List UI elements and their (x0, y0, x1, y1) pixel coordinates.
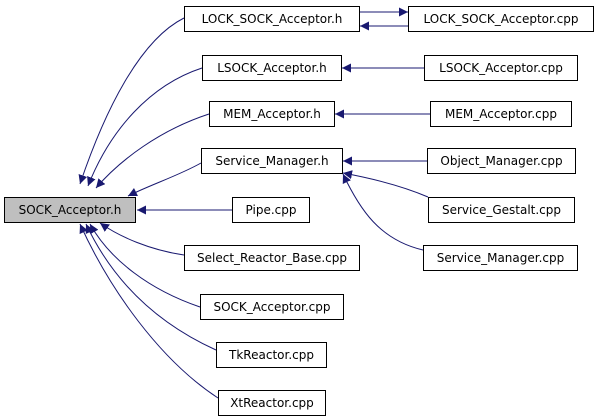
node-pipe-cpp[interactable]: Pipe.cpp (232, 197, 310, 223)
edge-lock_sock_acceptor_h-to-sock_acceptor_h (78, 17, 185, 185)
node-object-manager-cpp[interactable]: Object_Manager.cpp (427, 148, 576, 174)
node-lsock-acceptor-cpp[interactable]: LSOCK_Acceptor.cpp (424, 55, 578, 81)
edge-tkreactor_cpp-to-sock_acceptor_h (85, 223, 217, 351)
node-lock-sock-acceptor-cpp[interactable]: LOCK_SOCK_Acceptor.cpp (408, 6, 594, 32)
edge-service_gestalt_cpp-to-service_manager_h (342, 170, 429, 198)
node-sock-acceptor-cpp[interactable]: SOCK_Acceptor.cpp (200, 294, 344, 320)
node-mem-acceptor-cpp[interactable]: MEM_Acceptor.cpp (430, 101, 572, 127)
edge-select_reactor_base_cpp-to-sock_acceptor_h (99, 222, 185, 256)
node-service-manager-cpp[interactable]: Service_Manager.cpp (423, 245, 578, 271)
node-sock-acceptor-h: SOCK_Acceptor.h (4, 197, 136, 223)
node-service-gestalt-cpp[interactable]: Service_Gestalt.cpp (428, 197, 575, 223)
node-service-manager-h[interactable]: Service_Manager.h (201, 148, 343, 174)
node-tkreactor-cpp[interactable]: TkReactor.cpp (216, 342, 327, 368)
edge-service_manager_cpp-to-service_manager_h (342, 173, 424, 251)
node-select-reactor-base-cpp[interactable]: Select_Reactor_Base.cpp (184, 245, 360, 271)
node-lock-sock-acceptor-h[interactable]: LOCK_SOCK_Acceptor.h (184, 6, 360, 32)
edge-lsock_acceptor_h-to-sock_acceptor_h (87, 67, 203, 187)
edge-xtreactor_cpp-to-sock_acceptor_h (79, 223, 219, 399)
edge-sock_acceptor_cpp-to-sock_acceptor_h (89, 223, 201, 308)
node-lsock-acceptor-h[interactable]: LSOCK_Acceptor.h (202, 55, 342, 81)
node-mem-acceptor-h[interactable]: MEM_Acceptor.h (209, 101, 335, 127)
edge-mem_acceptor_h-to-sock_acceptor_h (95, 113, 210, 189)
node-xtreactor-cpp[interactable]: XtReactor.cpp (218, 390, 326, 416)
edge-service_manager_h-to-sock_acceptor_h (127, 162, 202, 197)
